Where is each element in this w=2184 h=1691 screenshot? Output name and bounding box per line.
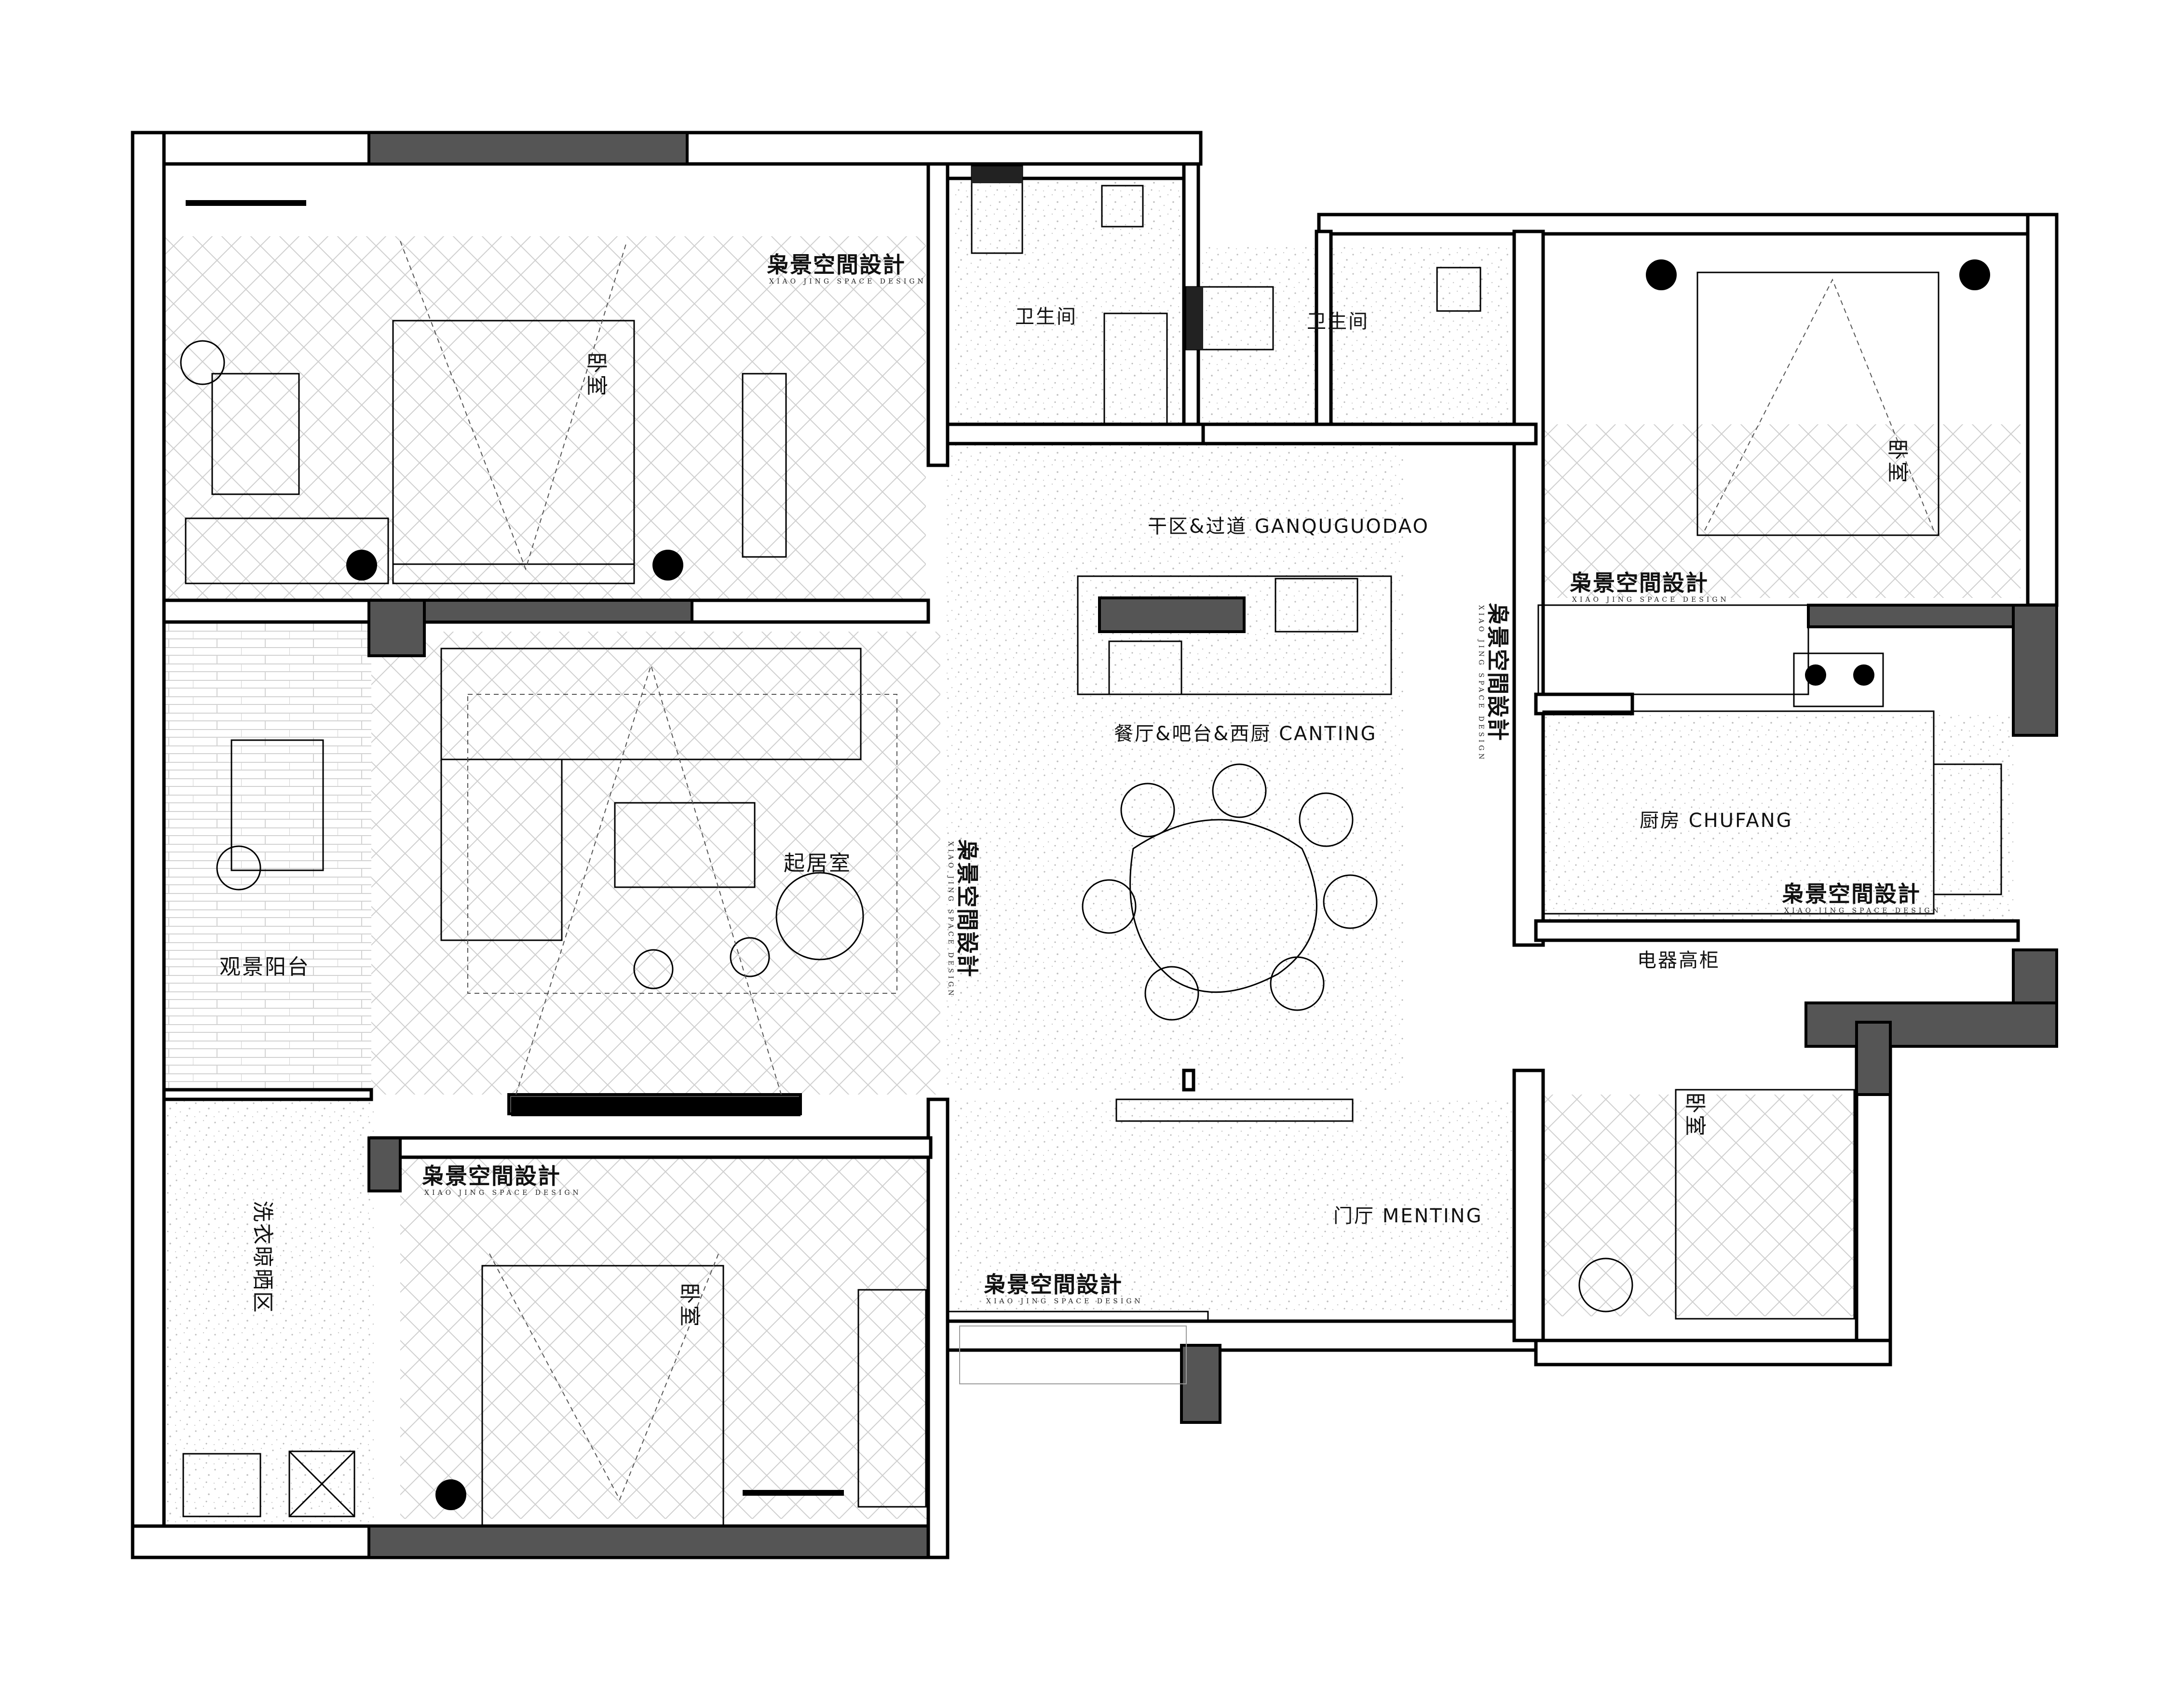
watermark-name: 枭景空間設計 [422,1163,561,1189]
label-bedroom-ne: 卧室 [1885,439,1910,484]
watermark-name: 枭景空間設計 [767,252,906,278]
label-bedroom-nw: 卧室 [584,352,609,397]
watermark-7: 枭景空間設計 XIAO JING SPACE DESIGN [1477,603,1511,762]
watermark-name: 枭景空間設計 [1570,570,1709,596]
watermarks: 枭景空間設計 XIAO JING SPACE DESIGN 枭景空間設計 XIA… [422,252,1941,1305]
floor-fills [164,178,2021,1533]
watermark-6: 枭景空間設計 XIAO JING SPACE DESIGN [947,839,980,999]
label-living: 起居室 [784,851,852,876]
label-kitchen: 厨房 CHUFANG [1640,810,1793,832]
label-dining: 餐厅&吧台&西厨 CANTING [1114,723,1377,745]
label-laundry: 洗衣晾晒区 [250,1201,275,1314]
watermark-sub: XIAO JING SPACE DESIGN [986,1298,1143,1305]
furniture [180,165,2002,1527]
watermark-3: 枭景空間設計 XIAO JING SPACE DESIGN [1782,881,1941,915]
label-appliance-cabinet: 电器高柜 [1637,949,1720,972]
watermark-name: 枭景空間設計 [1782,881,1921,907]
watermark-name: 枭景空間設計 [954,839,980,978]
watermark-5: 枭景空間設計 XIAO JING SPACE DESIGN [984,1272,1143,1305]
label-foyer: 门厅 MENTING [1333,1205,1483,1227]
label-balcony: 观景阳台 [219,955,310,979]
label-bedroom-sw: 卧室 [677,1283,702,1328]
label-bathroom-2: 卫生间 [1307,311,1369,333]
watermark-sub: XIAO JING SPACE DESIGN [769,278,926,285]
watermark-sub: XIAO JING SPACE DESIGN [1572,596,1729,604]
label-dry-zone: 干区&过道 GANQUGUODAO [1148,515,1429,538]
watermark-sub: XIAO JING SPACE DESIGN [424,1189,582,1197]
watermark-sub: XIAO JING SPACE DESIGN [1477,605,1485,762]
watermark-4: 枭景空間設計 XIAO JING SPACE DESIGN [422,1163,582,1197]
label-bathroom-1: 卫生间 [1015,306,1077,328]
watermark-sub: XIAO JING SPACE DESIGN [1784,907,1941,915]
label-bedroom-se: 卧室 [1682,1092,1707,1137]
watermark-name: 枭景空間設計 [984,1272,1123,1298]
room-labels: 卧室 卫生间 卫生间 卧室 干区&过道 GANQUGUODAO 餐厅&吧台&西厨… [219,306,1910,1328]
watermark-name: 枭景空間設計 [1485,603,1511,742]
watermark-1: 枭景空間設計 XIAO JING SPACE DESIGN [767,252,926,285]
watermark-sub: XIAO JING SPACE DESIGN [947,841,954,999]
watermark-2: 枭景空間設計 XIAO JING SPACE DESIGN [1570,570,1729,604]
